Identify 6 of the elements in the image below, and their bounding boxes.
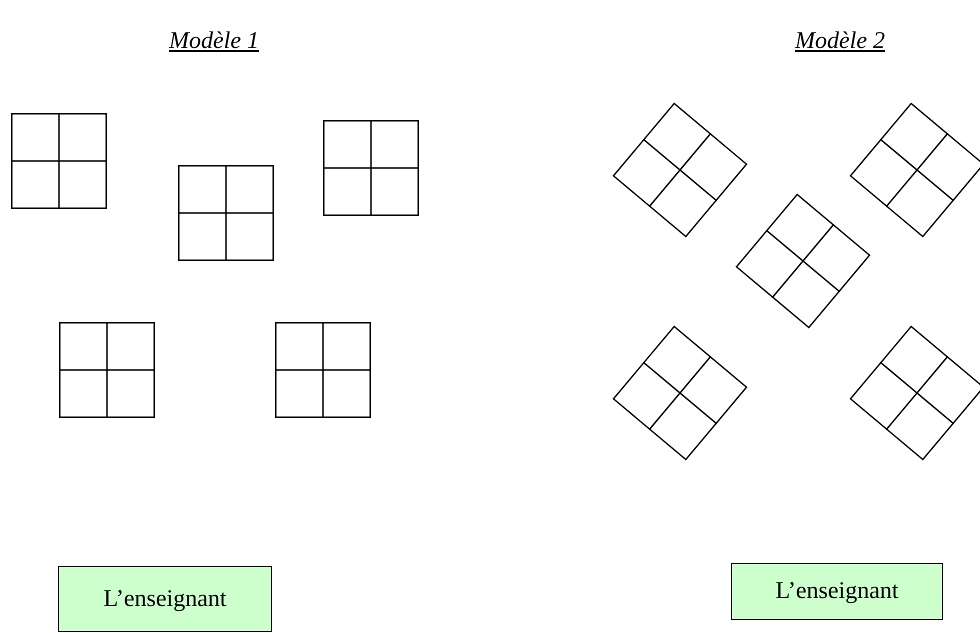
box-text: L’enseignant [103, 586, 227, 612]
model-heading: Modèle 1 [169, 28, 259, 55]
box-text: L’enseignant [775, 578, 899, 605]
label-box [58, 566, 272, 632]
label-box [731, 563, 943, 620]
model-heading: Modèle 2 [795, 28, 885, 55]
